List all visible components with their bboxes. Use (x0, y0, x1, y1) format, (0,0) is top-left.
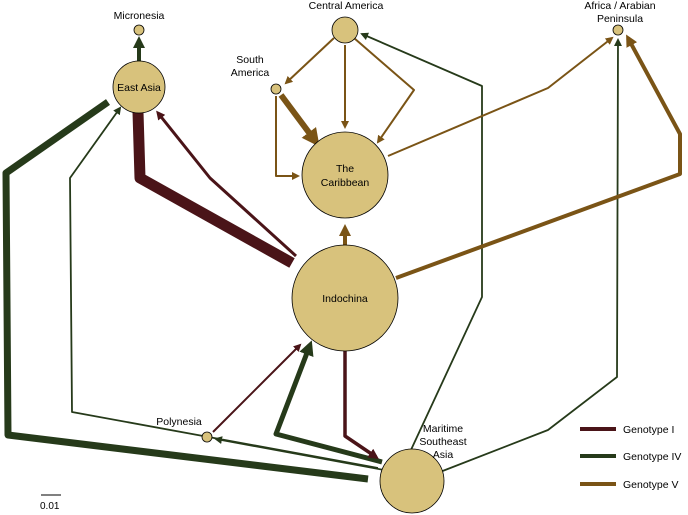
legend-item-genotype-v: Genotype V (580, 479, 678, 491)
edge-g1-indochina-to-eastasia (156, 110, 298, 258)
node-indochina (291, 244, 399, 352)
edge-g1-polynesia-to-indochina (212, 343, 302, 433)
label-maritime-line3: Asia (433, 449, 454, 461)
node-africa-arabian (612, 24, 624, 36)
edge-g1-indochina-to-maritime (343, 350, 379, 459)
node-polynesia (201, 431, 213, 443)
legend-item-genotype-i: Genotype I (580, 424, 674, 436)
edge-g5-centralamerica-to-southamerica (284, 37, 335, 85)
nodes (112, 16, 624, 514)
node-south-america (270, 83, 282, 95)
node-labels: Micronesia East Asia Central America Sou… (114, 0, 656, 461)
label-polynesia: Polynesia (156, 416, 202, 428)
edge-g1-indochina-to-eastasia-thick (132, 111, 295, 268)
legend: Genotype I Genotype IV Genotype V (580, 424, 681, 491)
label-africa-line1: Africa / Arabian (584, 0, 655, 12)
legend-label-genotype-v: Genotype V (623, 479, 678, 491)
label-east-asia: East Asia (117, 82, 161, 94)
edge-g4-maritime-to-centralamerica (360, 32, 483, 453)
legend-item-genotype-iv: Genotype IV (580, 451, 681, 463)
label-maritime-line2: Southeast (419, 436, 466, 448)
edge-g5-centralamerica-loop-caribbean (353, 37, 415, 144)
node-caribbean (301, 131, 389, 219)
edge-g4-maritime-to-polynesia (214, 436, 385, 471)
scale-bar: 0.01 (40, 494, 61, 512)
legend-label-genotype-iv: Genotype IV (623, 451, 681, 463)
label-south-america-line2: America (231, 67, 270, 79)
edge-g5-indochina-to-africa (395, 34, 682, 280)
node-micronesia (133, 24, 145, 36)
label-micronesia: Micronesia (114, 10, 165, 22)
label-south-america-line1: South (236, 54, 264, 66)
label-maritime-line1: Maritime (423, 423, 463, 435)
genotype-v-edges (275, 34, 682, 280)
edge-g5-caribbean-to-africa (387, 36, 614, 157)
label-indochina: Indochina (322, 293, 368, 305)
legend-label-genotype-i: Genotype I (623, 424, 674, 436)
edge-g5-southamerica-to-caribbean (278, 93, 320, 147)
edge-g4-maritime-to-eastasia (2, 99, 369, 483)
genotype-i-edges (132, 110, 379, 459)
node-maritime-sea (379, 448, 445, 514)
label-caribbean-line1: The (336, 163, 354, 175)
edge-g5-southamerica-loop-caribbean (275, 96, 300, 180)
edge-g4-maritime-to-africa (439, 38, 622, 473)
edge-g4-maritime-to-indochina (273, 340, 383, 465)
scale-bar-label: 0.01 (40, 501, 60, 512)
label-caribbean-line2: Caribbean (321, 177, 370, 189)
node-central-america (331, 16, 359, 44)
node-east-asia (112, 60, 166, 114)
genotype-iv-edges (2, 32, 622, 483)
label-africa-line2: Peninsula (597, 13, 643, 25)
label-central-america: Central America (309, 0, 384, 12)
